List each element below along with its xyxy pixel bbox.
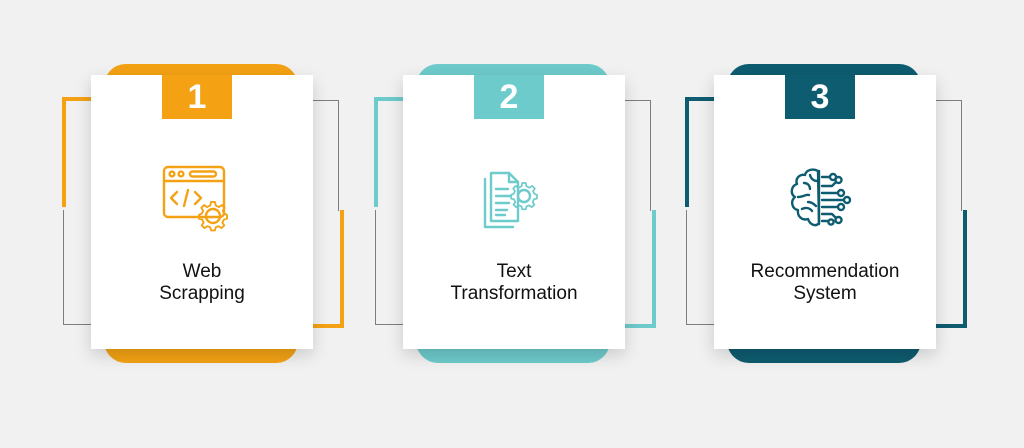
step-2-label-line2: Transformation [450, 283, 578, 304]
step-1-frame-right-line [306, 100, 339, 211]
step-3-frame-right-line [929, 100, 962, 211]
step-1-label-line1: Web [182, 261, 222, 282]
step-1-frame-left-line [63, 210, 94, 325]
step-1-label-line2: Scrapping [159, 283, 245, 304]
step-3-card: 3 [714, 75, 936, 349]
document-gear-icon [469, 159, 549, 239]
step-3-number: 3 [785, 75, 855, 119]
step-2: 2 Text Transformation [370, 60, 660, 370]
step-3-frame-left-accent [685, 97, 689, 207]
step-2-label-line1: Text [496, 261, 532, 282]
step-1-frame-left-accent [62, 97, 66, 207]
step-3-label-line1: Recommendation [750, 261, 900, 282]
brain-circuit-icon [780, 159, 860, 239]
step-1-card: 1 Web Scrapping [91, 75, 313, 349]
step-2-frame-left-cap [374, 97, 406, 101]
step-3-frame-left-cap [685, 97, 717, 101]
step-1: 1 Web Scrapping [58, 60, 348, 370]
step-2-card: 2 Text Transformation [403, 75, 625, 349]
code-window-gear-icon [157, 159, 237, 239]
step-1-frame-left-cap [62, 97, 94, 101]
step-1-frame-right-accent [313, 210, 344, 328]
step-1-label: Web Scrapping [99, 261, 305, 305]
step-2-frame-left-accent [374, 97, 378, 207]
step-1-number: 1 [162, 75, 232, 119]
step-2-frame-left-line [375, 210, 406, 325]
step-3-label-line2: System [793, 283, 857, 304]
step-3-frame-right-accent [936, 210, 967, 328]
step-3: 3 [681, 60, 971, 370]
step-2-label: Text Transformation [411, 261, 617, 305]
step-3-label: Recommendation System [722, 261, 928, 305]
step-2-number: 2 [474, 75, 544, 119]
step-3-frame-left-line [686, 210, 717, 325]
step-2-frame-right-accent [625, 210, 656, 328]
step-2-frame-right-line [618, 100, 651, 211]
